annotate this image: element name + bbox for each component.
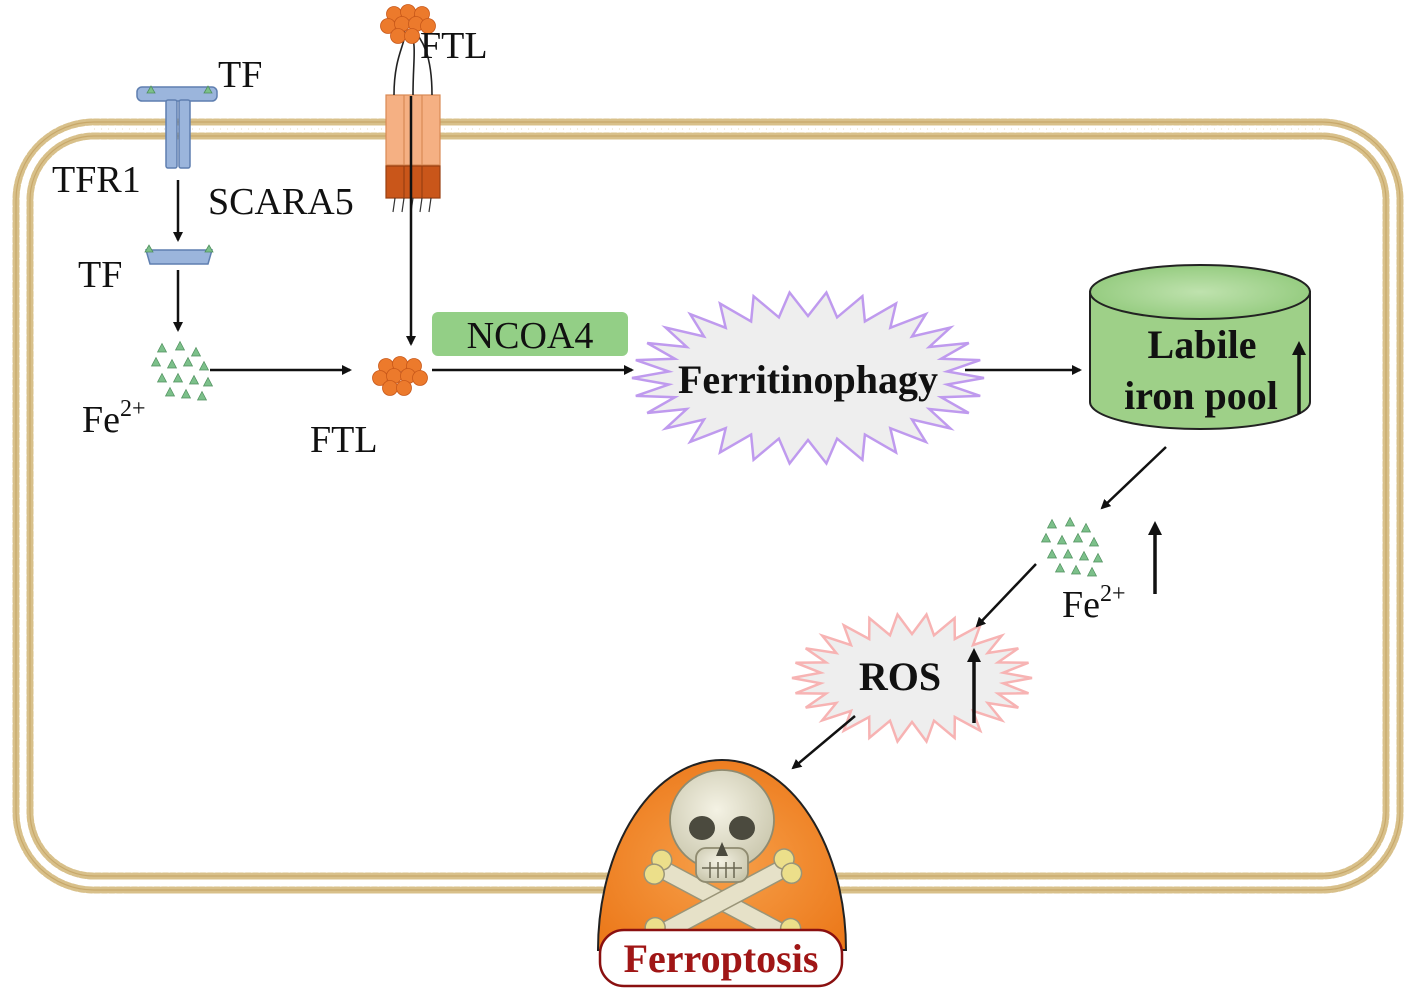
- iron-ion-cluster-icon: [150, 340, 214, 401]
- transferrin-receptor-icon: [136, 85, 218, 169]
- ferritin-cluster-icon: [380, 4, 436, 44]
- pathway-arrows: [173, 96, 1167, 770]
- labile-line1: Labile: [1148, 322, 1257, 367]
- ftl-label-top: FTL: [420, 25, 488, 67]
- ftl-label-mid: FTL: [310, 419, 378, 461]
- fe-left-label: Fe2+: [82, 396, 146, 441]
- ferroptosis-label: Ferroptosis: [624, 936, 819, 981]
- fe-right-label: Fe2+: [1062, 581, 1126, 626]
- labile-line2: iron pool: [1124, 373, 1278, 418]
- ferroptosis-badge: [598, 928, 844, 988]
- arrow-pool-to-fe: [1100, 446, 1167, 510]
- ferritinophagy-label: Ferritinophagy: [678, 357, 938, 402]
- iron-ion-cluster-icon: [1040, 516, 1104, 577]
- transferrin-internal-icon: [144, 244, 214, 265]
- ferritinophagy-burst: [631, 290, 985, 466]
- tf-label-internal: TF: [78, 254, 122, 296]
- ros-burst: [791, 611, 1033, 745]
- ncoa4-box: [432, 312, 628, 356]
- scara5-receptor-icon: [385, 27, 441, 213]
- scara5-label: SCARA5: [208, 181, 354, 223]
- arrow-ros-to-ferroptosis: [791, 715, 856, 770]
- arrow-fe-to-ros: [975, 563, 1037, 628]
- cell-membrane: [12, 118, 1404, 894]
- labile-iron-pool-cylinder: [1089, 264, 1311, 430]
- tfr1-label: TFR1: [52, 159, 141, 201]
- tf-label-top: TF: [218, 54, 262, 96]
- ncoa4-label: NCOA4: [467, 315, 594, 357]
- ferritin-cluster-icon: [372, 356, 428, 396]
- ros-label: ROS: [859, 654, 941, 699]
